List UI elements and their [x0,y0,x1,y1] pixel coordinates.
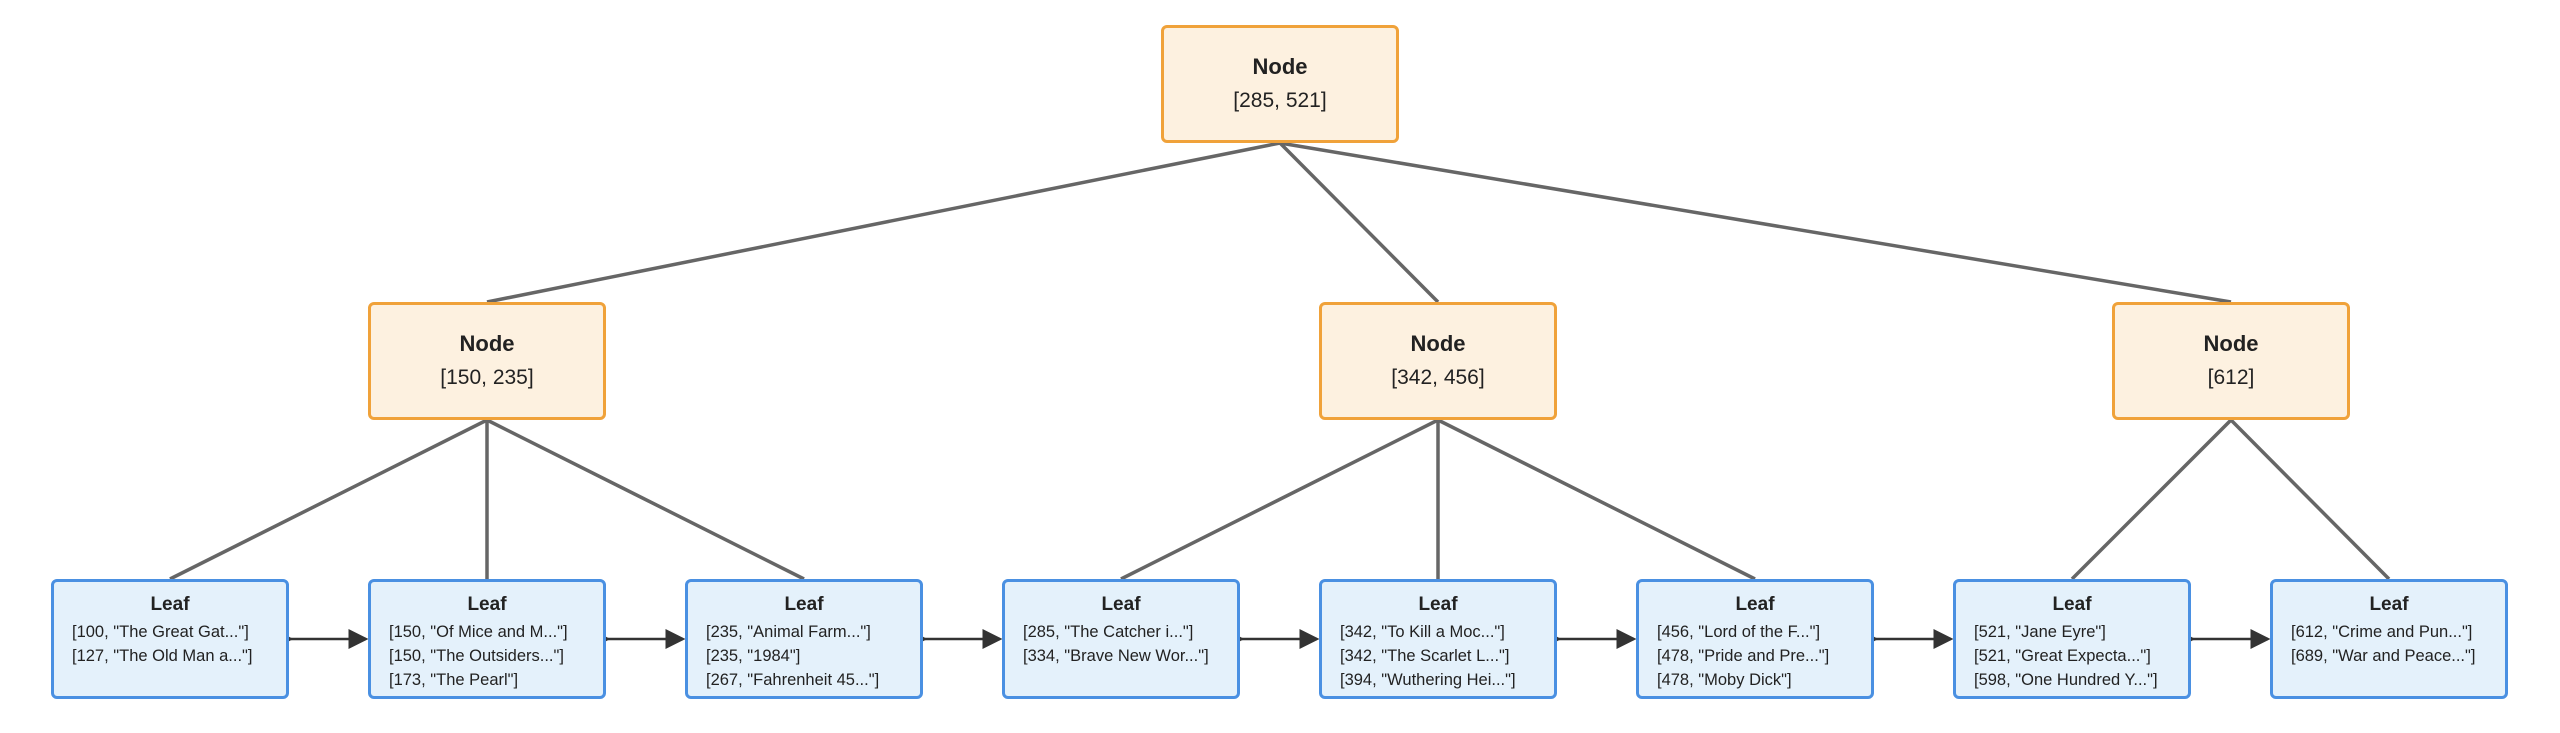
leaf-entry: [612, "Crime and Pun..."] [2291,623,2473,641]
node-title: Node [1252,54,1308,79]
leaf-entry: [521, "Jane Eyre"] [1974,623,2106,641]
node-title: Node [1410,331,1466,356]
leaf-entry: [173, "The Pearl"] [389,671,519,689]
node-title: Node [459,331,515,356]
leaf-node: Leaf [285, "The Catcher i..."] [334, "Br… [1002,579,1240,699]
leaf-entry: [478, "Moby Dick"] [1657,671,1792,689]
leaf-entry: [478, "Pride and Pre..."] [1657,647,1830,665]
leaf-node: Leaf [612, "Crime and Pun..."] [689, "Wa… [2270,579,2508,699]
tree-edge [2229,418,2391,581]
tree-edge [2070,418,2233,581]
tree-edge [1279,141,2232,304]
leaf-entry: [342, "To Kill a Moc..."] [1340,623,1505,641]
node-keys: [612] [2207,366,2255,389]
leaf-entry: [150, "Of Mice and M..."] [389,623,568,641]
leaf-title: Leaf [2369,594,2409,615]
leaf-node: Leaf [235, "Animal Farm..."] [235, "1984… [685,579,923,699]
leaf-entry: [598, "One Hundred Y..."] [1974,671,2158,689]
leaf-entry: [521, "Great Expecta..."] [1974,647,2151,665]
internal-node: Node [342, 456] [1319,302,1557,420]
tree-edge [1120,418,1439,581]
leaf-entry: [285, "The Catcher i..."] [1023,623,1194,641]
leaf-entry: [150, "The Outsiders..."] [389,647,564,665]
leaf-title: Leaf [1101,594,1141,615]
node-keys: [342, 456] [1391,366,1485,389]
leaf-node: Leaf [342, "To Kill a Moc..."] [342, "Th… [1319,579,1557,699]
leaf-node: Leaf [150, "Of Mice and M..."] [150, "Th… [368,579,606,699]
leaf-entry: [342, "The Scarlet L..."] [1340,647,1510,665]
leaf-entry: [394, "Wuthering Hei..."] [1340,671,1516,689]
leaf-title: Leaf [150,594,190,615]
leaf-entry: [456, "Lord of the F..."] [1657,623,1821,641]
leaf-entry: [334, "Brave New Wor..."] [1023,647,1209,665]
leaf-title: Leaf [784,594,824,615]
tree-edge [486,141,1281,304]
leaf-node: Leaf [100, "The Great Gat..."] [127, "Th… [51,579,289,699]
node-title: Node [2203,331,2259,356]
leaf-entry: [235, "Animal Farm..."] [706,623,871,641]
leaf-entry: [127, "The Old Man a..."] [72,647,253,665]
tree-edge [486,418,805,581]
tree-edge [1437,418,1756,581]
root-node: Node [285, 521] [1161,25,1399,143]
tree-edge [1278,141,1440,304]
leaf-title: Leaf [2052,594,2092,615]
leaf-node: Leaf [521, "Jane Eyre"] [521, "Great Exp… [1953,579,2191,699]
leaf-title: Leaf [1418,594,1458,615]
leaf-title: Leaf [467,594,507,615]
leaf-entry: [267, "Fahrenheit 45..."] [706,671,880,689]
leaf-entry: [100, "The Great Gat..."] [72,623,249,641]
node-keys: [150, 235] [440,366,534,389]
leaf-entry: [689, "War and Peace..."] [2291,647,2476,665]
leaf-title: Leaf [1735,594,1775,615]
internal-node: Node [612] [2112,302,2350,420]
node-keys: [285, 521] [1233,89,1327,112]
leaf-entry: [235, "1984"] [706,647,801,665]
internal-node: Node [150, 235] [368,302,606,420]
leaf-node: Leaf [456, "Lord of the F..."] [478, "Pr… [1636,579,1874,699]
tree-edge [169,418,488,581]
